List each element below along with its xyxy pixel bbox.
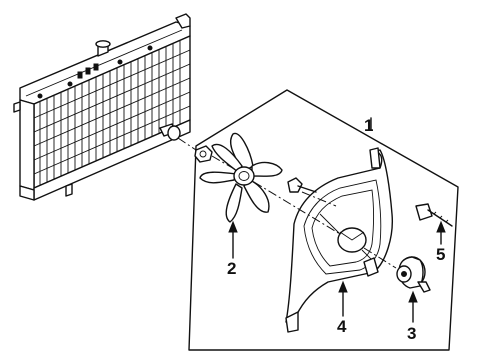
motor-screw — [415, 203, 453, 227]
fan-shroud — [285, 147, 394, 333]
explode-center-line — [177, 137, 397, 269]
fan-motor — [396, 256, 431, 293]
callout-1: 1 — [364, 116, 373, 135]
fan-blade — [194, 132, 283, 223]
shroud-bolt — [287, 177, 317, 193]
callout-4: 4 — [337, 317, 347, 336]
radiator — [13, 13, 191, 201]
leader-arrows — [228, 117, 446, 323]
callout-3: 3 — [407, 324, 416, 343]
fan-assembly-outline — [188, 89, 459, 351]
callout-2: 2 — [227, 259, 236, 278]
callout-5: 5 — [436, 245, 445, 264]
